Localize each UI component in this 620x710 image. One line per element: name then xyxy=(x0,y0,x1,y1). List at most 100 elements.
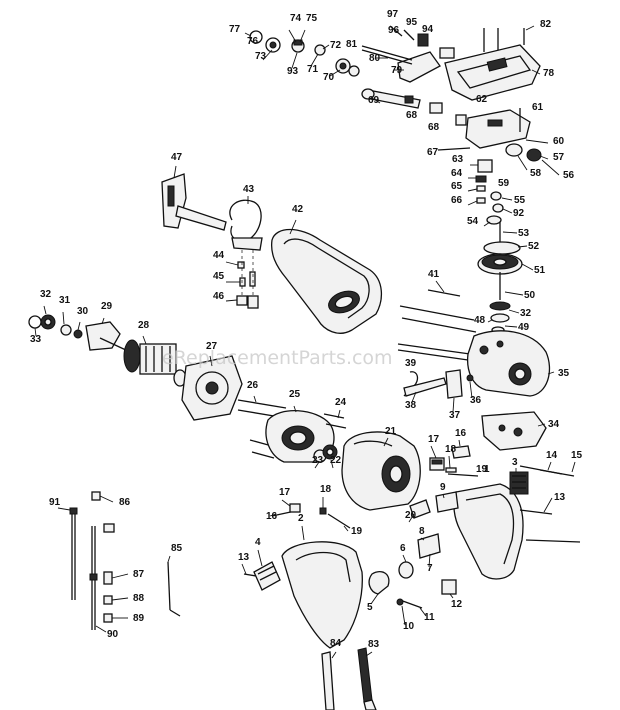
callout-c95: 95 xyxy=(406,17,418,28)
callout-c91: 91 xyxy=(49,497,61,508)
callout-c26: 26 xyxy=(247,380,259,391)
callout-c34: 34 xyxy=(548,419,560,430)
callout-c53: 53 xyxy=(518,228,530,239)
callout-c19b: 19 xyxy=(351,526,363,537)
callout-c46: 46 xyxy=(213,291,225,302)
armature-assembly xyxy=(28,305,243,421)
blade-bracket-and-clamp xyxy=(161,165,263,309)
callout-c17a: 17 xyxy=(428,434,440,445)
callout-c45: 45 xyxy=(213,271,225,282)
callout-c89: 89 xyxy=(133,613,145,624)
callout-c73: 73 xyxy=(255,51,267,62)
callout-c41: 41 xyxy=(428,269,440,280)
callout-c35: 35 xyxy=(558,368,570,379)
callout-c4: 4 xyxy=(255,537,261,548)
callout-c48: 48 xyxy=(474,315,486,326)
callout-c90: 90 xyxy=(107,629,119,640)
switch-components xyxy=(396,491,459,626)
callout-c75: 75 xyxy=(306,13,318,24)
callout-c39: 39 xyxy=(405,358,417,369)
callout-c32a: 32 xyxy=(40,289,52,300)
callout-c92: 92 xyxy=(513,208,525,219)
callout-c1: 1 xyxy=(484,464,490,475)
callout-c77: 77 xyxy=(229,24,241,35)
callout-c24: 24 xyxy=(335,397,347,408)
callout-c55: 55 xyxy=(514,195,526,206)
callout-c80: 80 xyxy=(369,53,381,64)
callout-c51: 51 xyxy=(534,265,546,276)
brush-holders-upper xyxy=(408,439,479,523)
callout-c66: 66 xyxy=(451,195,463,206)
callout-c14: 14 xyxy=(546,450,558,461)
callout-c11: 11 xyxy=(424,612,435,623)
callout-c17b: 17 xyxy=(279,487,291,498)
main-gear-assembly xyxy=(477,241,534,334)
callout-c82: 82 xyxy=(540,19,552,30)
bearing-stack xyxy=(467,159,518,242)
callout-c50: 50 xyxy=(524,290,536,301)
motor-housing xyxy=(313,431,421,511)
callout-c65: 65 xyxy=(451,181,463,192)
callout-c56: 56 xyxy=(563,170,575,181)
callout-c2: 2 xyxy=(298,513,304,524)
callout-c12: 12 xyxy=(451,599,463,610)
callout-c23: 23 xyxy=(312,455,324,466)
callout-c18b: 18 xyxy=(320,484,332,495)
callout-c25: 25 xyxy=(289,389,301,400)
callout-c79: 79 xyxy=(391,65,403,76)
top-left-gear-cluster xyxy=(244,29,360,77)
callout-c74: 74 xyxy=(290,13,302,24)
callout-c96: 96 xyxy=(388,25,400,36)
callout-c10: 10 xyxy=(403,621,415,632)
callout-c86: 86 xyxy=(119,497,131,508)
callout-c61: 61 xyxy=(532,102,544,113)
watermark-text: eReplacementParts.com xyxy=(162,347,393,369)
callout-c97: 97 xyxy=(387,9,399,20)
callout-c21: 21 xyxy=(385,426,397,437)
long-screws xyxy=(397,280,477,361)
callout-c38: 38 xyxy=(405,400,417,411)
callout-c94: 94 xyxy=(422,24,434,35)
callout-c27: 27 xyxy=(206,341,218,352)
callout-c6: 6 xyxy=(400,543,406,554)
callout-c28: 28 xyxy=(138,320,150,331)
callout-c70: 70 xyxy=(323,72,335,83)
callout-c62: 62 xyxy=(476,94,488,105)
callout-c71: 71 xyxy=(307,64,319,75)
callout-c83: 83 xyxy=(368,639,380,650)
callout-c78: 78 xyxy=(543,68,555,79)
gear-case xyxy=(466,330,555,451)
callout-c7: 7 xyxy=(427,563,433,574)
callout-c68a: 68 xyxy=(406,110,418,121)
callout-c42: 42 xyxy=(292,204,304,215)
cord-and-sleeve xyxy=(321,647,377,710)
field-assembly xyxy=(237,395,347,463)
callout-c22: 22 xyxy=(330,455,342,466)
callout-c72: 72 xyxy=(330,40,342,51)
callout-c44: 44 xyxy=(213,250,225,261)
accessory-tools xyxy=(57,491,181,633)
callout-c36: 36 xyxy=(470,395,482,406)
lock-lever-parts xyxy=(403,369,474,413)
callout-c84: 84 xyxy=(330,638,342,649)
callout-c19a: 19 xyxy=(476,464,488,475)
callout-c93: 93 xyxy=(287,66,299,77)
callout-c9: 9 xyxy=(440,482,446,493)
handle-housing-right xyxy=(453,461,581,580)
callout-c54: 54 xyxy=(467,216,479,227)
callout-c13a: 13 xyxy=(554,492,566,503)
callout-c81: 81 xyxy=(346,39,358,50)
callout-c59: 59 xyxy=(498,178,510,189)
callout-c16a: 16 xyxy=(455,428,467,439)
callout-c63: 63 xyxy=(452,154,464,165)
top-right-shaft-housing xyxy=(361,25,541,101)
callout-c18a: 18 xyxy=(445,444,457,455)
callout-c47: 47 xyxy=(171,152,183,163)
callout-c37: 37 xyxy=(449,410,461,421)
gear-housing xyxy=(270,219,382,334)
callout-c64: 64 xyxy=(451,168,463,179)
callout-c57: 57 xyxy=(553,152,565,163)
callout-c43: 43 xyxy=(243,184,255,195)
